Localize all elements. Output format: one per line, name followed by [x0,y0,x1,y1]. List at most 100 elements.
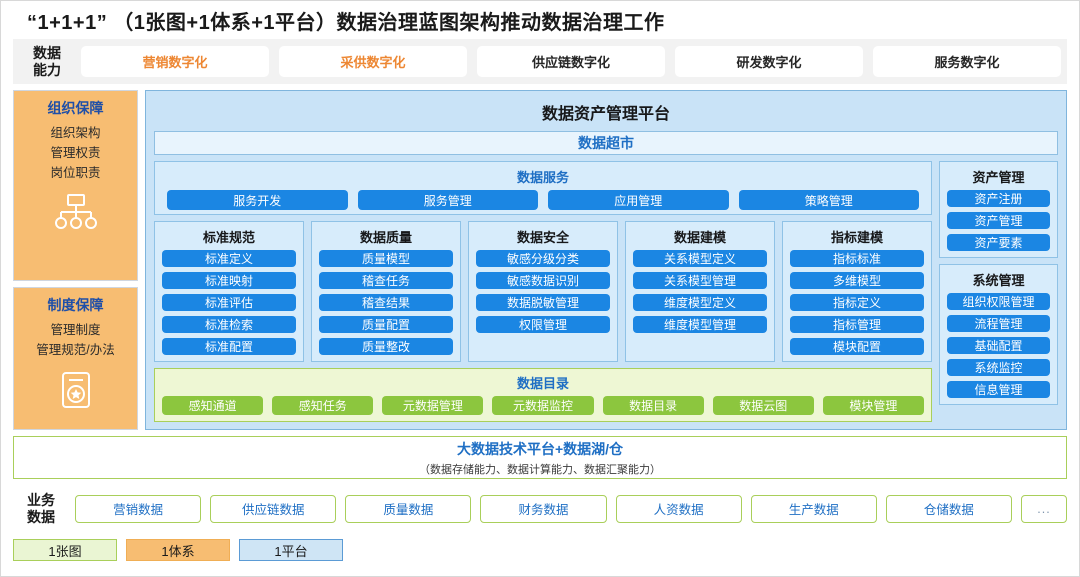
catalog-item-5[interactable]: 数据云图 [712,396,814,415]
platform-main-area: 数据服务 服务开发 服务管理 应用管理 策略管理 标准规范 [154,161,932,422]
column-0-items: 标准定义 标准映射 标准评估 标准检索 标准配置 [162,250,296,355]
data-asset-platform: 数据资产管理平台 数据超市 数据服务 服务开发 服务管理 应用管理 策略管理 [145,90,1067,430]
column-0-item-4[interactable]: 标准配置 [162,338,296,355]
platform-split: 数据服务 服务开发 服务管理 应用管理 策略管理 标准规范 [154,161,1058,422]
right-panel-0-title: 资产管理 [972,170,1025,185]
column-1-item-3[interactable]: 质量配置 [319,316,453,333]
column-1-item-1[interactable]: 稽查任务 [319,272,453,289]
catalog-item-4[interactable]: 数据目录 [602,396,704,415]
panel-system-title: 制度保障 [47,297,104,313]
bigdata-title: 大数据技术平台+数据湖/仓 [456,440,624,457]
column-1-title: 数据质量 [359,230,412,245]
data-service-item-3[interactable]: 策略管理 [738,190,919,210]
column-4-items: 指标标准 多维模型 指标定义 指标管理 模块配置 [790,250,924,355]
column-0-item-3[interactable]: 标准检索 [162,316,296,333]
column-3-item-2[interactable]: 维度模型定义 [633,294,767,311]
panel-system-line-1: 管理规范/办法 [36,343,115,357]
capability-items: 营销数字化 采供数字化 供应链数字化 研发数字化 服务数字化 [75,46,1061,77]
column-2-item-3[interactable]: 权限管理 [476,316,610,333]
column-3-items: 关系模型定义 关系模型管理 维度模型定义 维度模型管理 [633,250,767,333]
panel-system-line-0: 管理制度 [50,323,101,337]
capability-item-2[interactable]: 供应链数字化 [477,46,665,77]
data-service-item-1[interactable]: 服务管理 [357,190,538,210]
catalog-item-0[interactable]: 感知通道 [162,396,264,415]
capability-item-1[interactable]: 采供数字化 [279,46,467,77]
business-label-line2: 数据 [27,508,55,525]
capability-row: 数据 能力 营销数字化 采供数字化 供应链数字化 研发数字化 服务数字化 [13,39,1067,84]
right-panel-0-items: 资产注册 资产管理 资产要素 [947,190,1050,251]
right-panel-1-item-4[interactable]: 信息管理 [947,381,1050,398]
main-body: 组织保障 组织架构 管理权责 岗位职责 [13,90,1067,430]
column-2-item-0[interactable]: 敏感分级分类 [476,250,610,267]
right-panel-1-item-1[interactable]: 流程管理 [947,315,1050,332]
catalog-item-2[interactable]: 元数据管理 [382,396,484,415]
data-service-item-2[interactable]: 应用管理 [548,190,729,210]
data-service-item-0[interactable]: 服务开发 [167,190,348,210]
panel-organization-guarantee: 组织保障 组织架构 管理权责 岗位职责 [13,90,138,281]
data-service-items: 服务开发 服务管理 应用管理 策略管理 [161,190,925,210]
data-supermarket-bar[interactable]: 数据超市 [154,131,1058,155]
column-4-title: 指标建模 [830,230,883,245]
left-guarantee-column: 组织保障 组织架构 管理权责 岗位职责 [13,90,138,430]
catalog-item-3[interactable]: 元数据监控 [492,396,594,415]
column-3-item-0[interactable]: 关系模型定义 [633,250,767,267]
right-panel-0-item-1[interactable]: 资产管理 [947,212,1050,229]
column-4-item-1[interactable]: 多维模型 [790,272,924,289]
bigdata-platform-bar: 大数据技术平台+数据湖/仓 （数据存储能力、数据计算能力、数据汇聚能力） [13,436,1067,479]
right-panel-0-item-2[interactable]: 资产要素 [947,234,1050,251]
column-4-item-4[interactable]: 模块配置 [790,338,924,355]
business-item-0[interactable]: 营销数据 [75,494,202,523]
column-1-item-0[interactable]: 质量模型 [319,250,453,267]
column-1-item-2[interactable]: 稽查结果 [319,294,453,311]
business-label-line1: 业务 [27,491,55,508]
panel-data-catalog: 数据目录 感知通道 感知任务 元数据管理 元数据监控 数据目录 数据云图 模块管… [154,368,932,422]
business-item-6[interactable]: 仓储数据 [885,494,1012,523]
platform-right-column: 资产管理 资产注册 资产管理 资产要素 系统管理 组织权限管理 流程管理 基础配… [939,161,1058,422]
panel-organization-line-0: 组织架构 [50,126,101,140]
business-item-4[interactable]: 人资数据 [615,494,742,523]
capability-item-4[interactable]: 服务数字化 [873,46,1061,77]
column-3-item-1[interactable]: 关系模型管理 [633,272,767,289]
legend-item-one-platform: 1平台 [239,539,343,561]
column-4-item-0[interactable]: 指标标准 [790,250,924,267]
column-0-item-0[interactable]: 标准定义 [162,250,296,267]
data-catalog-items: 感知通道 感知任务 元数据管理 元数据监控 数据目录 数据云图 模块管理 [162,396,924,415]
capability-item-3[interactable]: 研发数字化 [675,46,863,77]
right-panel-1-item-2[interactable]: 基础配置 [947,337,1050,354]
catalog-item-6[interactable]: 模块管理 [822,396,924,415]
column-1-item-4[interactable]: 质量整改 [319,338,453,355]
panel-system-management: 系统管理 组织权限管理 流程管理 基础配置 系统监控 信息管理 [939,264,1058,405]
business-item-more[interactable]: ... [1020,494,1067,523]
right-panel-0-item-0[interactable]: 资产注册 [947,190,1050,207]
right-panel-1-items: 组织权限管理 流程管理 基础配置 系统监控 信息管理 [947,293,1050,398]
capability-item-0[interactable]: 营销数字化 [81,46,269,77]
business-item-3[interactable]: 财务数据 [480,494,607,523]
right-panel-1-item-3[interactable]: 系统监控 [947,359,1050,376]
column-0-item-2[interactable]: 标准评估 [162,294,296,311]
column-2-title: 数据安全 [516,230,569,245]
business-item-5[interactable]: 生产数据 [750,494,877,523]
right-panel-1-title: 系统管理 [972,273,1025,288]
business-data-row: 业务 数据 营销数据 供应链数据 质量数据 财务数据 人资数据 生产数据 仓储数… [13,485,1067,532]
column-indicator-modeling: 指标建模 指标标准 多维模型 指标定义 指标管理 模块配置 [782,221,932,362]
bigdata-subtitle: （数据存储能力、数据计算能力、数据汇聚能力） [419,463,661,476]
page-title-bar: “1+1+1” （1张图+1体系+1平台）数据治理蓝图架构推动数据治理工作 [1,1,1079,39]
business-item-1[interactable]: 供应链数据 [210,494,337,523]
right-panel-1-item-0[interactable]: 组织权限管理 [947,293,1050,310]
column-0-item-1[interactable]: 标准映射 [162,272,296,289]
column-data-security: 数据安全 敏感分级分类 敏感数据识别 数据脱敏管理 权限管理 [468,221,618,362]
column-4-item-3[interactable]: 指标管理 [790,316,924,333]
column-2-item-2[interactable]: 数据脱敏管理 [476,294,610,311]
platform-title: 数据资产管理平台 [541,106,670,123]
data-service-title: 数据服务 [516,170,569,185]
panel-system-guarantee: 制度保障 管理制度 管理规范/办法 [13,287,138,430]
capability-label-line1: 数据 [33,44,61,61]
column-3-item-3[interactable]: 维度模型管理 [633,316,767,333]
column-4-item-2[interactable]: 指标定义 [790,294,924,311]
column-2-item-1[interactable]: 敏感数据识别 [476,272,610,289]
business-item-2[interactable]: 质量数据 [345,494,472,523]
capability-label: 数据 能力 [19,45,75,79]
catalog-item-1[interactable]: 感知任务 [272,396,374,415]
certificate-star-icon [56,370,96,419]
